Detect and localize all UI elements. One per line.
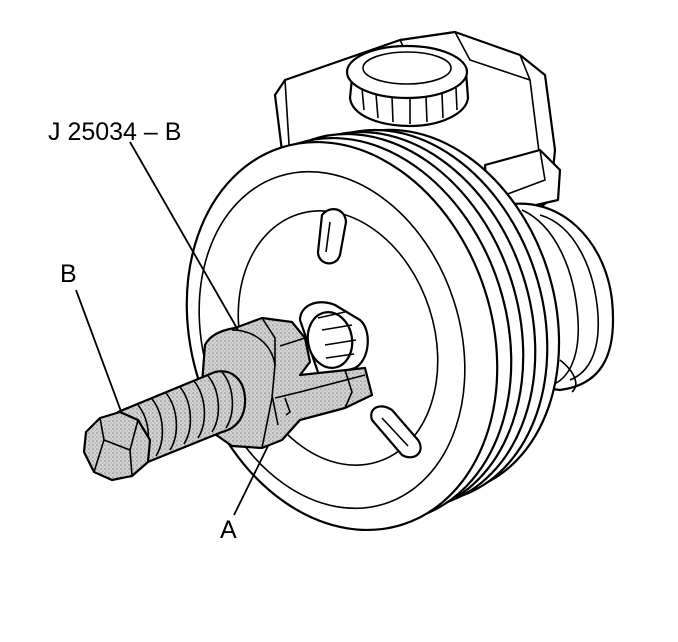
leader-tool [129, 141, 239, 331]
hub-slot-lower [370, 405, 422, 459]
leader-a [233, 445, 269, 516]
leader-b [75, 289, 123, 415]
callout-b-label: B [60, 260, 77, 288]
hub-slot-upper [316, 208, 348, 265]
filler-cap [345, 44, 470, 128]
pump-shaft [298, 301, 369, 380]
hex-bolt-head [82, 410, 152, 482]
callout-a-label: A [220, 516, 237, 544]
tool-number-label: J 25034 – B [48, 118, 182, 146]
